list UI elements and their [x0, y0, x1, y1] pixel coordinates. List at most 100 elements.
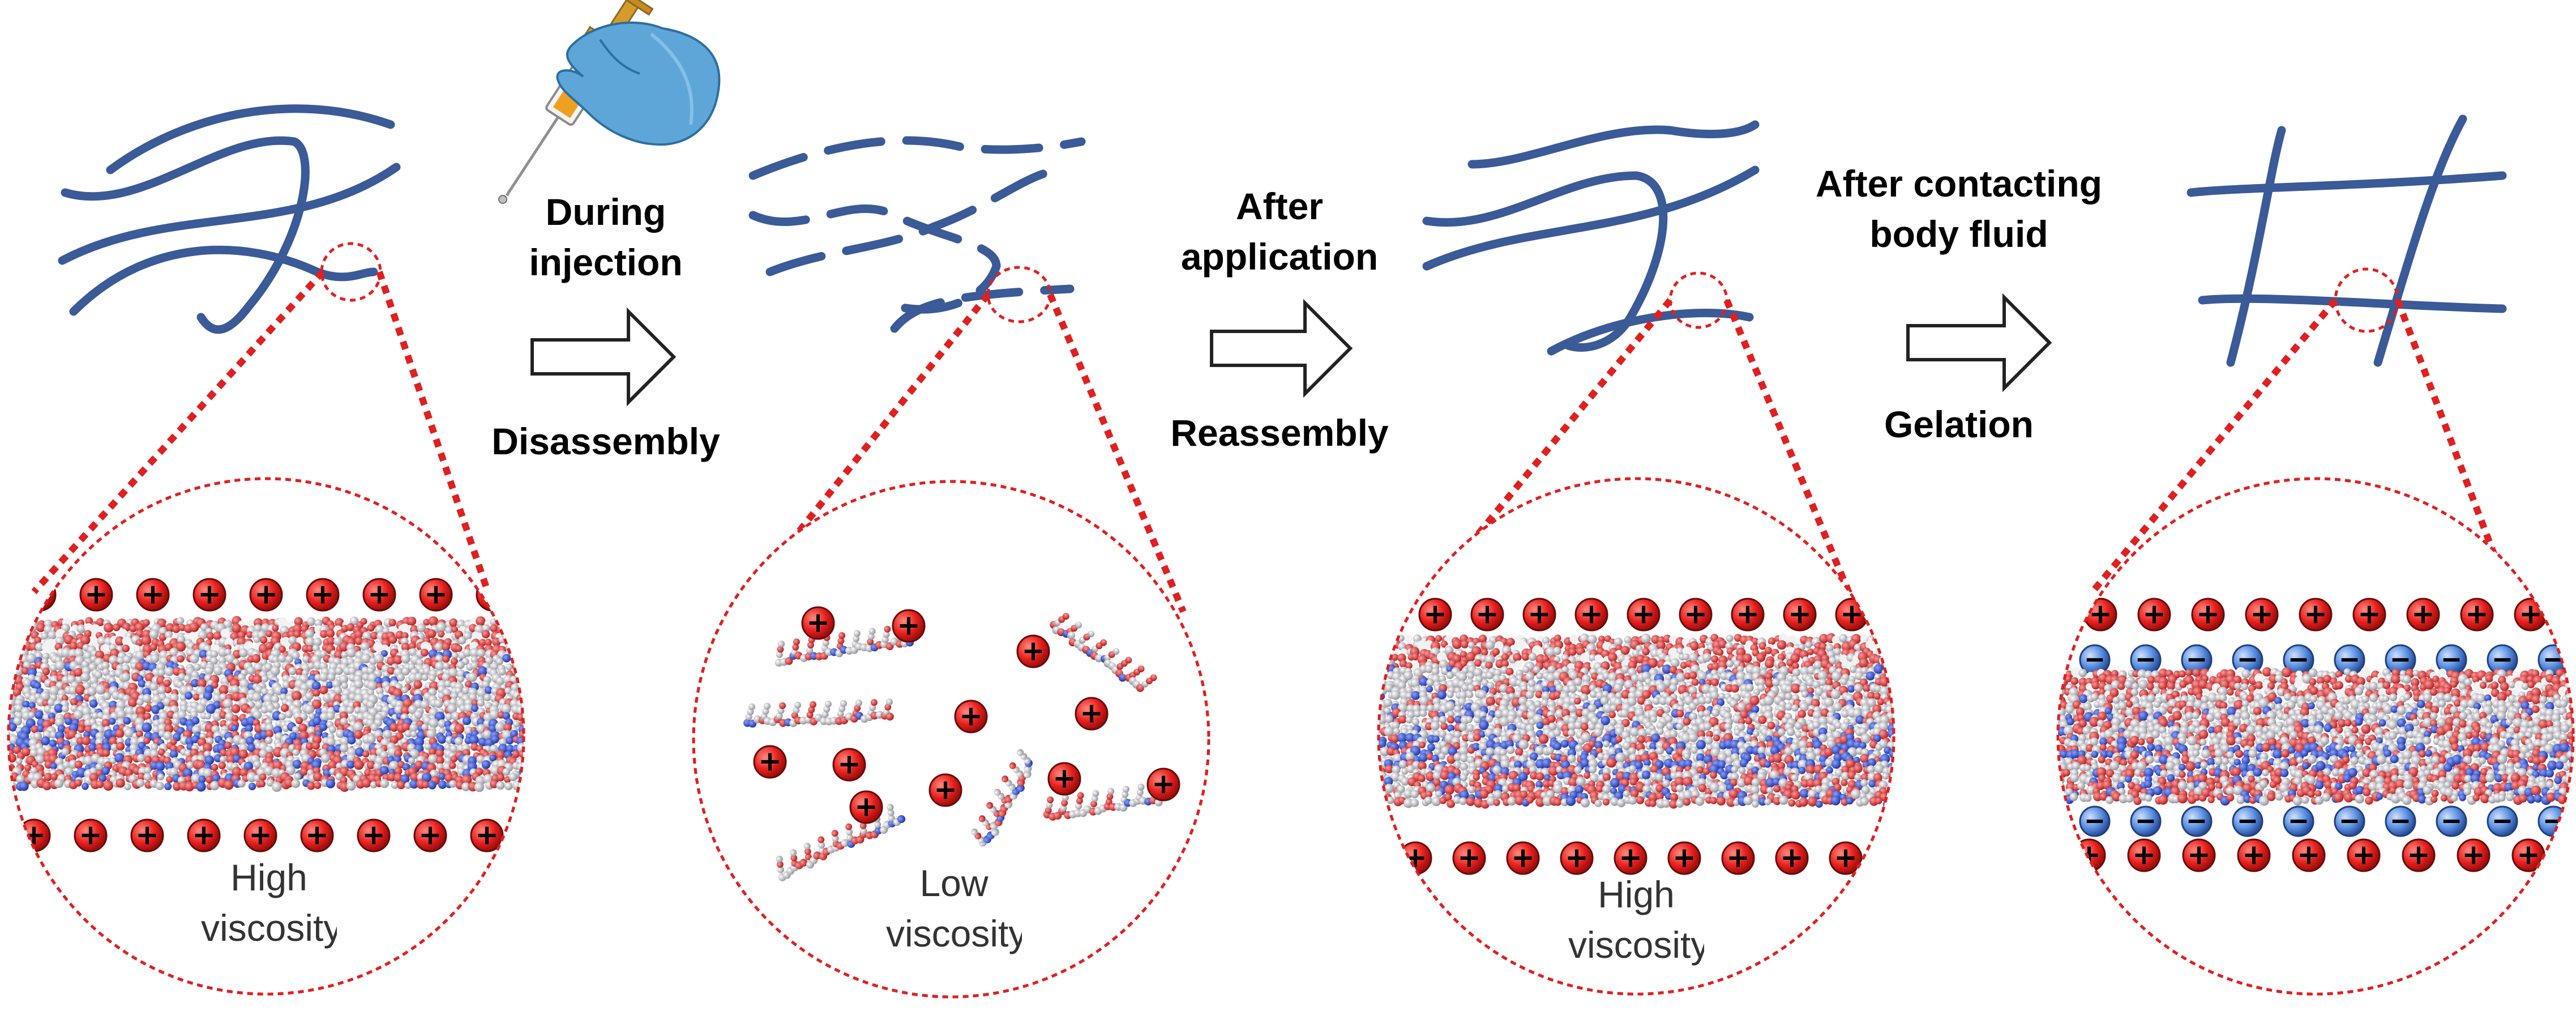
peptide-fiber	[1379, 633, 1894, 809]
plus-ion-icon	[1614, 841, 1648, 875]
plus-ion-icon	[928, 773, 962, 807]
step-3-bottom-label: Gelation	[1884, 403, 2034, 445]
zoom-1-assembled-fiber	[8, 578, 565, 852]
minus-ion-icon	[2538, 805, 2569, 837]
plus-ion-icon	[2402, 838, 2436, 872]
minus-ion-icon	[2487, 805, 2518, 837]
plus-ion-icon	[1667, 841, 1701, 875]
right-arrow-icon	[1906, 293, 2052, 393]
peptide-molecule	[971, 749, 1033, 847]
peptide-molecule	[1043, 779, 1175, 821]
state-3-viscosity-label: High viscosity	[1568, 873, 1704, 966]
plus-ion-icon	[2137, 598, 2171, 632]
right-arrow-icon	[530, 307, 677, 407]
minus-ion-icon	[2283, 805, 2314, 837]
plus-ion-icon	[801, 606, 835, 640]
plus-ion-icon	[2083, 598, 2117, 632]
plus-ion-icon	[1721, 841, 1755, 875]
plus-ion-icon	[2299, 598, 2333, 632]
plus-ion-icon	[1418, 598, 1452, 632]
state-1-viscosity-label: High viscosity	[201, 856, 337, 949]
step-2-bottom-label: Reassembly	[1170, 412, 1389, 454]
plus-ion-icon	[1731, 598, 1765, 632]
plus-ion-icon	[1560, 841, 1594, 875]
minus-ion-icon	[2079, 644, 2111, 676]
plus-ion-icon	[74, 818, 108, 852]
plus-ion-icon	[2191, 598, 2225, 632]
plus-ion-icon	[533, 579, 565, 611]
plus-ion-icon	[832, 748, 866, 782]
plus-ion-icon	[249, 578, 283, 612]
plus-ion-icon	[357, 818, 391, 852]
plus-ion-icon	[528, 820, 559, 851]
network-1	[58, 104, 401, 334]
plus-ion-icon	[306, 578, 340, 612]
plus-ion-icon	[1783, 598, 1817, 632]
plus-ion-icon	[1452, 841, 1486, 875]
plus-ion-icon	[1775, 841, 1809, 875]
minus-ion-icon	[2334, 644, 2365, 676]
minus-ion-icon	[2385, 805, 2416, 837]
plus-ion-icon	[1016, 634, 1050, 668]
plus-ion-icon	[413, 818, 447, 852]
plus-ion-icon	[753, 745, 787, 779]
plus-ion-icon	[192, 578, 226, 612]
plus-ion-icon	[2352, 598, 2386, 632]
minus-ion-icon	[2181, 805, 2213, 837]
plus-ion-icon	[1047, 762, 1081, 796]
peptide-molecule	[743, 698, 894, 728]
plus-ion-icon	[2457, 838, 2491, 872]
zoom-3-reassembled-fiber	[1379, 598, 1894, 875]
plus-ion-icon	[849, 790, 883, 824]
peptide-fiber	[2058, 667, 2573, 806]
network-3	[1422, 120, 1760, 356]
peptide-molecule	[1050, 613, 1157, 692]
plus-ion-icon	[419, 578, 453, 612]
plus-ion-icon	[892, 609, 926, 643]
plus-ion-icon	[2460, 598, 2494, 632]
plus-ion-icon	[1146, 768, 1180, 801]
plus-ion-icon	[2182, 838, 2216, 872]
plus-ion-icon	[1829, 841, 1863, 875]
plus-ion-icon	[1522, 598, 1556, 632]
minus-ion-icon	[2130, 805, 2162, 837]
plus-ion-icon	[1075, 697, 1109, 731]
right-arrow-icon	[1210, 299, 1353, 398]
minus-ion-icon	[2079, 805, 2111, 837]
minus-ion-icon	[2334, 805, 2365, 837]
plus-ion-icon	[1574, 598, 1608, 632]
plus-ion-icon	[1506, 841, 1540, 875]
syringe-in-gloved-hand-icon	[498, 0, 721, 204]
plus-ion-icon	[187, 818, 221, 852]
minus-ion-icon	[2130, 644, 2162, 676]
plus-ion-icon	[79, 578, 113, 612]
peptide-fiber	[8, 616, 524, 792]
plus-ion-icon	[2072, 838, 2106, 872]
step-2-top-label: After application	[1180, 185, 1379, 278]
plus-ion-icon	[1470, 598, 1504, 632]
zoom-2-disassembled-peptides	[743, 606, 1180, 881]
plus-ion-icon	[2347, 838, 2381, 872]
plus-ion-icon	[2406, 598, 2440, 632]
zoom-4-gel-fiber	[2058, 598, 2573, 872]
network-2	[748, 136, 1086, 333]
plus-ion-icon	[1679, 598, 1713, 632]
plus-ion-icon	[1627, 598, 1661, 632]
state-2-viscosity-label: Low viscosity	[886, 862, 1022, 955]
plus-ion-icon	[2245, 598, 2279, 632]
plus-ion-icon	[2237, 838, 2271, 872]
plus-ion-icon	[2292, 838, 2326, 872]
step-1-bottom-label: Disassembly	[491, 420, 720, 462]
zoom-circle-borders	[7, 477, 2575, 999]
plus-ion-icon	[362, 578, 396, 612]
plus-ion-icon	[243, 818, 277, 852]
minus-ion-icon	[2232, 805, 2263, 837]
plus-ion-icon	[130, 818, 164, 852]
step-1-top-label: During injection	[529, 191, 683, 284]
plus-ion-icon	[954, 700, 988, 734]
plus-ion-icon	[300, 818, 334, 852]
minus-ion-icon	[2436, 805, 2467, 837]
plus-ion-icon	[2127, 838, 2161, 872]
network-4	[2186, 114, 2507, 367]
